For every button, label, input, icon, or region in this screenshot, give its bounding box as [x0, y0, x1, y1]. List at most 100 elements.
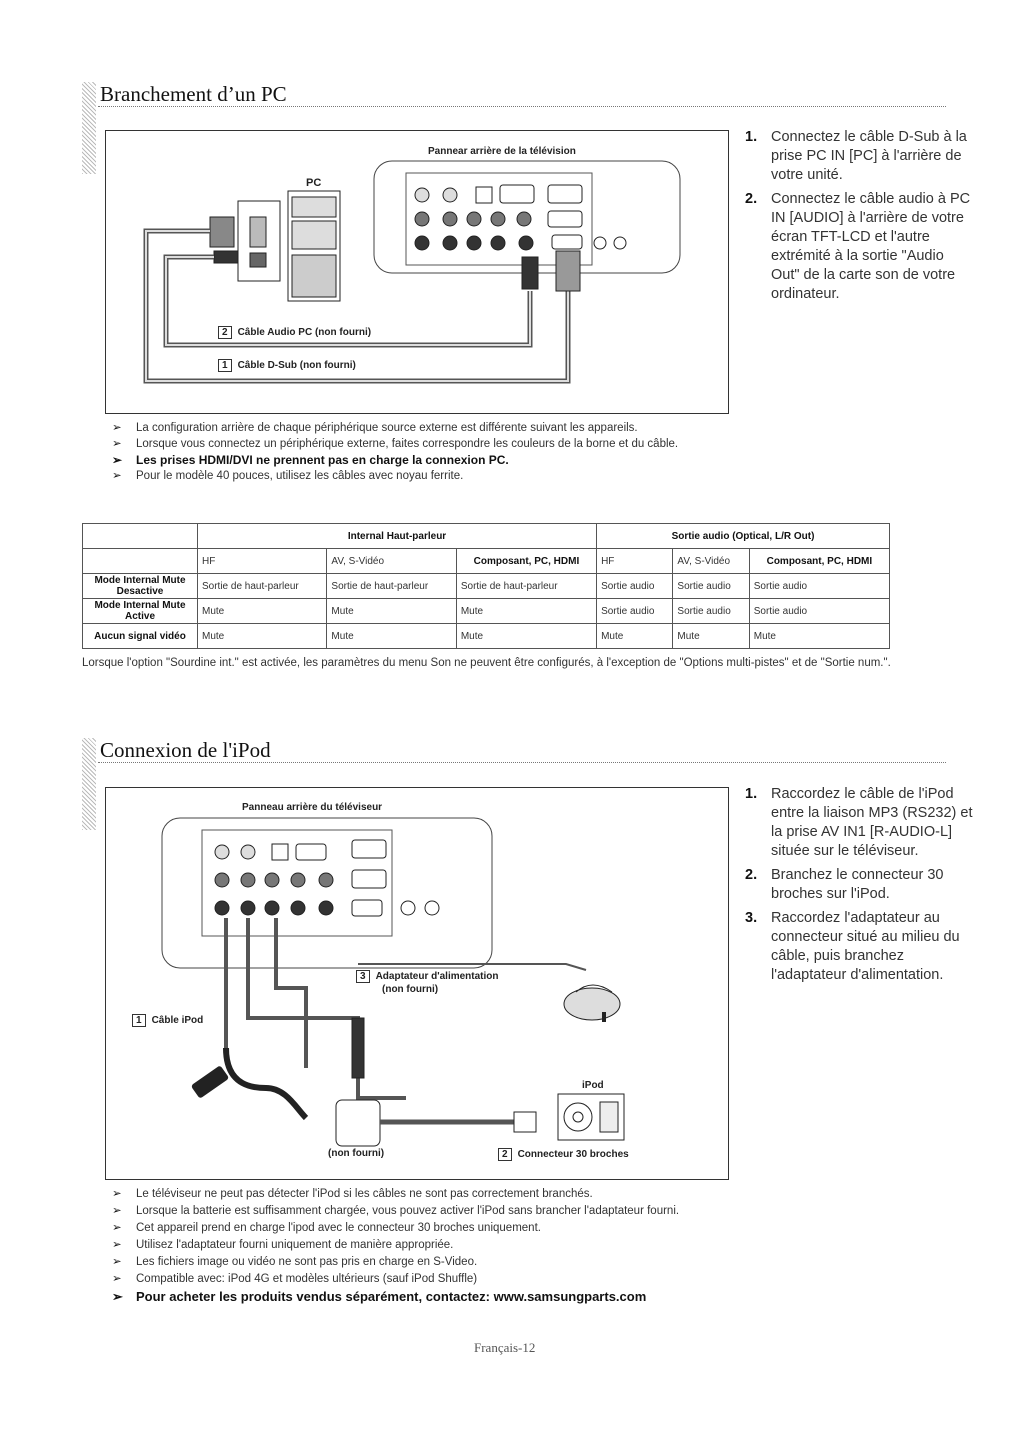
arrow-bullet-icon: ➢: [112, 453, 123, 467]
table-cell: Mute: [326, 623, 457, 649]
table-cell: Sortie de haut-parleur: [455, 573, 598, 599]
arrow-bullet-icon: ➢: [112, 438, 122, 450]
ipod-steps: 1.Raccordez le câble de l'iPod entre la …: [745, 785, 973, 990]
row-header: Aucun signal vidéo: [82, 623, 198, 649]
sub-header: Composant, PC, HDMI: [455, 548, 598, 574]
note-item: ➢Les prises HDMI/DVI ne prennent pas en …: [112, 453, 509, 467]
note-item: ➢La configuration arrière de chaque péri…: [112, 422, 638, 434]
step-item: 2.Connectez le câble audio à PC IN [AUDI…: [745, 191, 971, 302]
table-cell: Mute: [455, 598, 598, 624]
note-item: ➢Compatible avec: iPod 4G et modèles ult…: [112, 1271, 679, 1288]
tv-panel-label: Panneau arrière du téléviseur: [242, 802, 383, 813]
table-cell: Sortie de haut-parleur: [196, 573, 328, 599]
table-cell: Mute: [672, 623, 750, 649]
group-header: Internal Haut-parleur: [196, 523, 598, 549]
adapter-sub-label: (non fourni): [382, 984, 439, 995]
dsub-plug-icon: [209, 216, 235, 248]
note-item: ➢Lorsque vous connectez un périphérique …: [112, 438, 679, 450]
table-cell: Sortie audio: [596, 598, 674, 624]
note-item: ➢Les fichiers image ou vidéo ne sont pas…: [112, 1254, 679, 1271]
num-badge: 2: [498, 1148, 512, 1161]
note-item: ➢Pour acheter les produits vendus séparé…: [112, 1289, 647, 1304]
table-cell: Sortie audio: [596, 573, 674, 599]
note-item: ➢Lorsque la batterie est suffisamment ch…: [112, 1203, 679, 1220]
pc-connection-illustration: [143, 160, 681, 384]
arrow-bullet-icon: ➢: [112, 470, 122, 482]
table-cell: Mute: [596, 623, 674, 649]
num-badge: 3: [356, 970, 370, 983]
note-item: ➢Cet appareil prend en charge l'ipod ave…: [112, 1220, 679, 1237]
table-cell: Sortie audio: [672, 598, 750, 624]
num-badge: 2: [218, 326, 232, 339]
num-badge: 1: [132, 1014, 146, 1027]
section-rule-pc: [98, 106, 946, 107]
table-cell: Sortie audio: [748, 598, 891, 624]
step-item: 3.Raccordez l'adaptateur au connecteur s…: [745, 910, 960, 983]
pc-label: PC: [306, 177, 322, 189]
table-row: HF AV, S-Vidéo Composant, PC, HDMI HF AV…: [82, 548, 891, 574]
dock-connector-icon: [513, 1111, 537, 1133]
table-cell: Sortie audio: [748, 573, 891, 599]
table-footnote: Lorsque l'option "Sourdine int." est act…: [82, 657, 891, 669]
table-cell: Mute: [196, 598, 328, 624]
step-item: 1.Raccordez le câble de l'iPod entre la …: [745, 786, 973, 859]
step-item: 1.Connectez le câble D-Sub à la prise PC…: [745, 129, 967, 183]
audio-plug-icon: [213, 250, 239, 264]
section-marker-pc: [82, 82, 96, 174]
note-item: ➢Le téléviseur ne peut pas détecter l'iP…: [112, 1186, 679, 1203]
num-badge: 1: [218, 359, 232, 372]
sub-header: AV, S-Vidéo: [326, 548, 457, 574]
section-title-ipod: Connexion de l'iPod: [100, 738, 271, 762]
sub-header: HF: [196, 548, 328, 574]
pc-notes: ➢La configuration arrière de chaque péri…: [112, 420, 678, 484]
arrow-bullet-icon: ➢: [112, 1205, 122, 1217]
group-header: Sortie audio (Optical, L/R Out): [596, 523, 890, 549]
table-cell: Mute: [455, 623, 598, 649]
section-marker-ipod: [82, 738, 96, 830]
arrow-bullet-icon: ➢: [112, 1289, 123, 1304]
note-item: ➢Pour le modèle 40 pouces, utilisez les …: [112, 470, 464, 482]
hub-connector-icon: [335, 1099, 381, 1147]
ipod-notes: ➢Le téléviseur ne peut pas détecter l'iP…: [112, 1186, 679, 1305]
tv-rear-panel-icon: [161, 817, 493, 969]
section-title-pc: Branchement d’un PC: [100, 82, 287, 106]
arrow-bullet-icon: ➢: [112, 1273, 122, 1285]
tv-panel-label: Pannear arrière de la télévision: [428, 146, 576, 157]
table-row: Aucun signal vidéo Mute Mute Mute Mute M…: [82, 623, 891, 649]
table-cell: Mute: [748, 623, 891, 649]
pc-steps: 1.Connectez le câble D-Sub à la prise PC…: [745, 128, 973, 309]
arrow-bullet-icon: ➢: [112, 422, 122, 434]
step-item: 2.Branchez le connecteur 30 broches sur …: [745, 867, 944, 902]
power-adapter-icon: [563, 987, 621, 1021]
ipod-label: iPod: [582, 1080, 604, 1091]
ipod-cable-icon: [223, 1047, 309, 1121]
note-item: ➢Utilisez l'adaptateur fourni uniquement…: [112, 1237, 679, 1254]
row-header: Mode Internal Mute Desactive: [82, 573, 198, 599]
sub-header: Composant, PC, HDMI: [748, 548, 891, 574]
table-cell: Sortie de haut-parleur: [326, 573, 457, 599]
page-footer: Français-12: [474, 1340, 536, 1355]
table-cell: Sortie audio: [672, 573, 750, 599]
sub-header: AV, S-Vidéo: [672, 548, 750, 574]
arrow-bullet-icon: ➢: [112, 1188, 122, 1200]
section-rule-ipod: [98, 762, 946, 763]
ipod-connection-illustration: [161, 817, 625, 1147]
row-header: Mode Internal Mute Active: [82, 598, 198, 624]
non-fourni-label: (non fourni): [328, 1148, 385, 1159]
mute-table: Internal Haut-parleur Sortie audio (Opti…: [82, 523, 891, 649]
sub-header: HF: [596, 548, 674, 574]
table-row: Mode Internal Mute Active Mute Mute Mute…: [82, 598, 891, 624]
table-cell: Mute: [196, 623, 328, 649]
arrow-bullet-icon: ➢: [112, 1222, 122, 1234]
table-row: Mode Internal Mute Desactive Sortie de h…: [82, 573, 891, 599]
table-cell: Mute: [326, 598, 457, 624]
arrow-bullet-icon: ➢: [112, 1256, 122, 1268]
arrow-bullet-icon: ➢: [112, 1239, 122, 1251]
